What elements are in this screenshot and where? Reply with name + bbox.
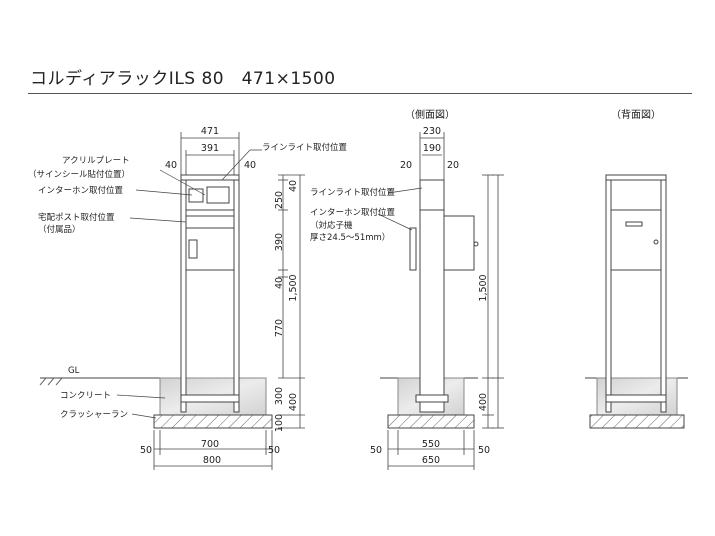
callout-side-intercom: インターホン取付位置 bbox=[310, 207, 396, 218]
back-lock-icon bbox=[653, 239, 659, 245]
dim-front-inner: 391 bbox=[201, 143, 219, 154]
dim-front-left: 40 bbox=[165, 160, 177, 171]
front-top-frame bbox=[180, 174, 240, 181]
dim-base-left: 50 bbox=[140, 445, 152, 456]
title-underline bbox=[28, 93, 692, 94]
dim-front-box: 390 bbox=[274, 233, 285, 251]
front-bottom-leaders bbox=[56, 377, 166, 419]
dim-side-left: 20 bbox=[400, 160, 412, 171]
side-post bbox=[419, 179, 445, 413]
dim-side-base-right: 50 bbox=[478, 445, 490, 456]
callout-delivery-note: （付属品） bbox=[38, 224, 81, 235]
front-bottom-dimensions bbox=[153, 430, 273, 470]
callout-gl: GL bbox=[68, 366, 80, 376]
side-view-heading: （側面図） bbox=[405, 108, 455, 121]
callout-crusher-run: クラッシャーラン bbox=[60, 410, 128, 420]
gl-hatch-icon bbox=[39, 377, 63, 386]
dim-front-base: 300 bbox=[274, 387, 285, 405]
front-vertical-dimensions bbox=[278, 174, 305, 429]
callout-line-light: ラインライト取付位置 bbox=[262, 142, 348, 153]
dim-side-width: 230 bbox=[423, 126, 441, 137]
dim-front-total: 1,500 bbox=[288, 274, 299, 301]
dim-front-gap: 40 bbox=[274, 277, 285, 289]
callout-side-thickness: 厚さ24.5～51mm） bbox=[310, 232, 390, 243]
side-top-dimensions bbox=[419, 132, 445, 180]
dim-front-gravel: 100 bbox=[274, 414, 285, 432]
side-delivery-box bbox=[443, 215, 475, 271]
callout-acrylic-plate: アクリルプレート bbox=[62, 156, 130, 166]
side-intercom bbox=[409, 227, 417, 271]
dim-front-acrylic: 250 bbox=[274, 191, 285, 209]
side-vertical-dimensions bbox=[482, 174, 494, 429]
dim-front-footing: 400 bbox=[288, 393, 299, 411]
front-intercom-box bbox=[188, 188, 204, 203]
side-bottom-dimensions bbox=[387, 430, 475, 470]
dim-front-post: 770 bbox=[274, 319, 285, 337]
dim-base-inner: 700 bbox=[201, 439, 219, 450]
front-right-post bbox=[233, 174, 240, 413]
page-title: コルディアラックILS 80 471×1500 bbox=[30, 69, 336, 89]
front-top-dimensions bbox=[180, 132, 240, 175]
front-callout-leaders bbox=[129, 149, 262, 223]
dim-base-right: 50 bbox=[268, 445, 280, 456]
dim-front-right: 40 bbox=[244, 160, 256, 171]
side-view bbox=[380, 179, 479, 429]
dim-side-total: 1,500 bbox=[478, 274, 489, 301]
callout-delivery: 宅配ポスト取付位置 bbox=[38, 212, 115, 223]
callout-side-light: ラインライト取付位置 bbox=[310, 187, 396, 198]
back-view-heading: （背面図） bbox=[611, 108, 661, 121]
dim-side-base-inner: 550 bbox=[422, 439, 440, 450]
side-callout-leaders bbox=[377, 187, 423, 231]
callout-intercom: インターホン取付位置 bbox=[38, 185, 124, 196]
front-sign-window bbox=[206, 186, 230, 204]
dim-base-total: 800 bbox=[203, 455, 221, 466]
front-base-bar bbox=[180, 394, 240, 403]
dim-side-right: 20 bbox=[447, 160, 459, 171]
back-delivery-box bbox=[610, 209, 662, 271]
dim-side-base-left: 50 bbox=[370, 445, 382, 456]
callout-concrete: コンクリート bbox=[60, 391, 111, 401]
side-head bbox=[419, 179, 445, 211]
front-delivery-panel bbox=[188, 239, 198, 259]
front-gravel bbox=[153, 414, 273, 429]
callout-side-unit: （対応子機 bbox=[310, 220, 353, 231]
dim-side-inner: 190 bbox=[423, 143, 441, 154]
front-left-post bbox=[180, 174, 187, 413]
dim-side-footing: 400 bbox=[478, 393, 489, 411]
back-slot bbox=[625, 221, 643, 227]
dim-front-top: 40 bbox=[288, 180, 299, 192]
back-vertical-dimensions bbox=[492, 174, 504, 429]
side-knob-icon bbox=[473, 241, 479, 247]
dim-side-base-total: 650 bbox=[422, 455, 440, 466]
back-view bbox=[585, 174, 688, 429]
front-delivery-lid bbox=[185, 215, 235, 229]
front-view bbox=[39, 174, 273, 429]
dim-front-width: 471 bbox=[201, 126, 219, 137]
callout-acrylic-sign: （サインシール貼付位置） bbox=[28, 169, 130, 180]
